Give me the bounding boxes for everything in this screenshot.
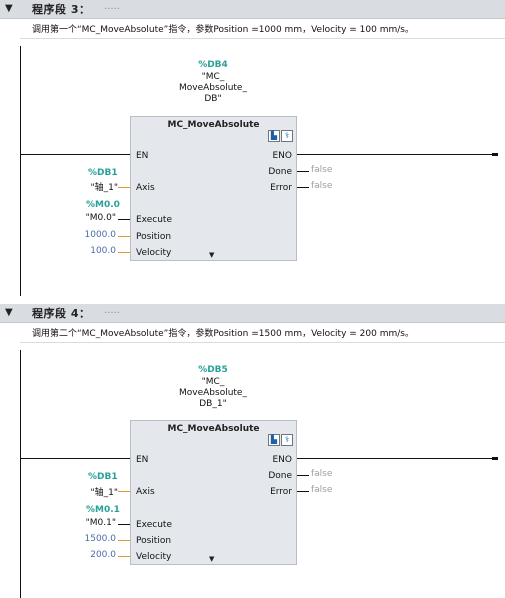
block-open-icon[interactable]: ▙ — [268, 130, 280, 142]
pin-position: Position — [136, 536, 172, 546]
pin-done: Done — [268, 167, 292, 177]
collapse-triangle-icon[interactable]: ▼ — [5, 3, 13, 14]
axis-param-name[interactable]: "轴_1" — [90, 488, 118, 498]
pin-axis: Axis — [136, 183, 155, 193]
position-wire — [118, 236, 130, 237]
rail-end-marker — [492, 457, 498, 460]
velocity-value[interactable]: 200.0 — [90, 550, 116, 560]
position-value[interactable]: 1500.0 — [84, 534, 117, 544]
instance-db-address[interactable]: %DB4 — [198, 60, 228, 70]
en-wire — [20, 458, 130, 459]
segment-title: 程序段 3： — [32, 3, 91, 16]
error-wire — [297, 491, 309, 492]
velocity-value[interactable]: 100.0 — [90, 246, 116, 256]
pin-execute: Execute — [136, 520, 172, 530]
velocity-wire — [118, 252, 130, 253]
block-open-icon[interactable]: ▙ — [268, 434, 280, 446]
rail-end-marker — [492, 153, 498, 156]
position-value[interactable]: 1000.0 — [84, 230, 117, 240]
execute-wire — [118, 219, 130, 220]
execute-param-name[interactable]: "M0.0" — [85, 213, 116, 223]
pin-velocity: Velocity — [136, 552, 172, 562]
done-wire — [297, 171, 309, 172]
pin-done: Done — [268, 471, 292, 481]
stethoscope-icon[interactable]: ⚕ — [281, 130, 293, 142]
segment-comment[interactable]: 调用第二个“MC_MoveAbsolute”指令，参数Position =150… — [32, 329, 414, 339]
pin-error: Error — [270, 183, 292, 193]
pin-position: Position — [136, 232, 172, 242]
done-value[interactable]: false — [311, 165, 333, 175]
segment-comment[interactable]: 调用第一个“MC_MoveAbsolute”指令，参数Position =100… — [32, 25, 414, 35]
error-value[interactable]: false — [311, 485, 333, 495]
segment-title-placeholder[interactable]: ..... — [104, 305, 120, 316]
mc-moveabsolute-block[interactable]: MC_MoveAbsolute ▙ ⚕ EN ENO Done Error Ax… — [130, 420, 297, 565]
pin-eno: ENO — [272, 455, 292, 465]
pin-velocity: Velocity — [136, 248, 172, 258]
eno-wire — [297, 154, 495, 155]
pin-en: EN — [136, 151, 149, 161]
pin-en: EN — [136, 455, 149, 465]
error-wire — [297, 187, 309, 188]
comment-divider — [20, 38, 505, 39]
pin-axis: Axis — [136, 487, 155, 497]
segment-header[interactable]: ▼ 程序段 4： ..... — [0, 304, 505, 323]
segment-title: 程序段 4： — [32, 307, 91, 320]
block-title: MC_MoveAbsolute — [167, 120, 260, 130]
block-title: MC_MoveAbsolute — [167, 424, 260, 434]
axis-param-name[interactable]: "轴_1" — [90, 183, 118, 193]
done-value[interactable]: false — [311, 469, 333, 479]
execute-wire — [118, 524, 130, 525]
execute-param-address[interactable]: %M0.0 — [86, 200, 120, 210]
instance-db-name[interactable]: "MC_ MoveAbsolute_ DB" — [179, 72, 247, 104]
pin-error: Error — [270, 487, 292, 497]
stethoscope-icon[interactable]: ⚕ — [281, 434, 293, 446]
execute-param-name[interactable]: "M0.1" — [85, 518, 116, 528]
instance-db-name[interactable]: "MC_ MoveAbsolute_ DB_1" — [179, 377, 247, 409]
instance-db-address[interactable]: %DB5 — [198, 365, 228, 375]
dropdown-arrow-icon[interactable]: ▼ — [209, 251, 215, 259]
axis-wire — [118, 187, 130, 188]
velocity-wire — [118, 556, 130, 557]
collapse-triangle-icon[interactable]: ▼ — [5, 307, 13, 318]
segment-title-placeholder[interactable]: ..... — [104, 1, 120, 12]
network-segment-3: ▼ 程序段 3： ..... 调用第一个“MC_MoveAbsolute”指令，… — [0, 0, 505, 296]
execute-param-address[interactable]: %M0.1 — [86, 505, 120, 515]
pin-execute: Execute — [136, 215, 172, 225]
axis-wire — [118, 491, 130, 492]
axis-param-address[interactable]: %DB1 — [88, 168, 118, 178]
mc-moveabsolute-block[interactable]: MC_MoveAbsolute ▙ ⚕ EN ENO Done Error Ax… — [130, 116, 297, 261]
en-wire — [20, 154, 130, 155]
dropdown-arrow-icon[interactable]: ▼ — [209, 555, 215, 563]
position-wire — [118, 540, 130, 541]
network-segment-4: ▼ 程序段 4： ..... 调用第二个“MC_MoveAbsolute”指令，… — [0, 304, 505, 598]
comment-divider — [20, 342, 505, 343]
error-value[interactable]: false — [311, 181, 333, 191]
segment-header[interactable]: ▼ 程序段 3： ..... — [0, 0, 505, 19]
pin-eno: ENO — [272, 151, 292, 161]
power-rail — [20, 46, 21, 296]
done-wire — [297, 475, 309, 476]
eno-wire — [297, 458, 495, 459]
axis-param-address[interactable]: %DB1 — [88, 472, 118, 482]
power-rail — [20, 350, 21, 598]
